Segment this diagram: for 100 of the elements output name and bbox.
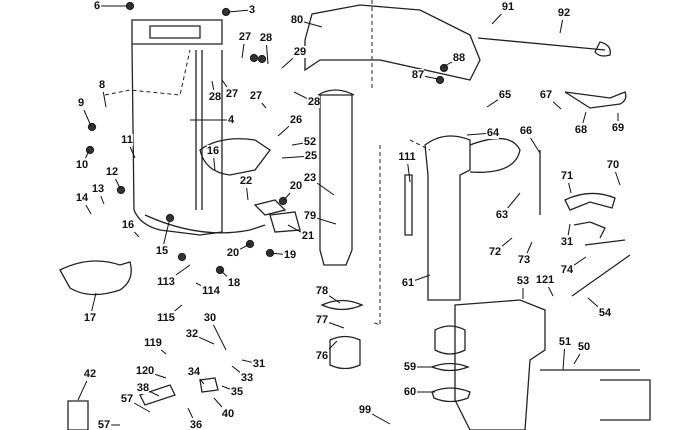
leader-line [562,348,565,370]
callout-number: 31 [560,236,574,248]
callout-number: 11 [121,134,133,146]
callout-number: 33 [240,372,254,384]
leader-line [442,62,452,68]
leader-line [150,391,160,396]
callout-number: 28 [308,96,320,108]
leader-line [328,340,338,350]
callout-number: 77 [316,314,328,326]
callout-number: 51 [558,336,572,348]
leader-line [407,164,410,182]
leader-line [522,288,524,300]
leader-line [196,282,202,286]
callout-number: 65 [498,89,512,101]
leader-line [240,244,250,250]
leader-line [85,150,90,158]
leader-line [266,44,268,64]
callout-number: 70 [606,159,620,171]
callout-number: 16 [122,219,134,231]
callout-number: 23 [304,172,316,184]
callout-number: 8 [98,79,106,91]
callout-number: 72 [488,246,502,258]
leader-line [282,156,304,158]
callout-number: 20 [290,180,302,192]
callout-number: 99 [358,404,372,416]
callout-number: 6 [94,0,100,12]
leader-line [188,408,194,418]
leader-line [100,196,104,204]
callout-number: 18 [228,277,240,289]
callout-number: 36 [190,419,202,430]
leader-line [213,324,226,350]
callout-number: 61 [402,277,414,289]
leader-line [222,80,228,88]
leader-line [507,192,520,208]
callout-number: 22 [240,175,252,187]
callout-number: 68 [574,124,588,136]
leader-line [568,224,570,236]
callout-number: 57 [120,393,134,405]
callout-number: 31 [252,358,266,370]
callout-number: 25 [304,150,318,162]
leader-line [78,380,88,400]
callout-number: 78 [316,285,328,297]
callout-number: 111 [398,151,416,163]
callout-number: 15 [156,245,168,257]
leader-line [214,398,222,408]
leader-line [292,142,304,146]
callout-number: 63 [496,209,508,221]
callout-number: 67 [540,89,552,101]
leader-line [282,58,294,68]
leader-line [328,322,344,328]
callout-number: 71 [560,170,574,182]
callout-number: 60 [404,386,416,398]
leader-line [530,138,540,154]
leader-line [552,101,562,110]
callout-number: 28 [208,91,222,103]
callout-number: 38 [136,382,150,394]
leader-line [615,172,620,186]
callout-number: 21 [302,230,314,242]
callout-number: 35 [230,386,244,398]
leader-line [115,178,120,188]
leader-line [574,256,586,266]
leader-line [526,242,532,254]
leader-line [486,99,498,108]
callout-number: 66 [520,125,532,137]
leader-line [134,402,150,412]
callout-number: 34 [188,366,200,378]
leader-line [85,204,92,214]
leader-line [246,188,248,200]
leader-line [316,218,336,224]
callout-number: 3 [248,4,256,16]
leader-line [568,182,572,194]
callout-number: 115 [157,312,175,324]
callout-number: 74 [560,264,574,276]
leader-line [548,286,554,296]
leader-line [414,274,430,281]
leader-line [270,252,284,255]
leader-line [213,158,216,170]
leader-line [582,112,586,124]
callout-number: 28 [260,32,272,44]
leader-line [316,182,334,196]
leader-line [160,350,166,354]
callout-number: 121 [536,274,554,286]
leader-line [163,222,170,244]
callout-number: 16 [206,145,220,157]
leader-line [328,295,340,304]
leader-line [288,224,302,233]
leader-line [232,366,240,373]
callout-number: 92 [558,7,570,19]
callout-number: 17 [84,312,96,324]
callout-number: 13 [92,183,104,195]
callout-number: 57 [98,419,110,430]
callout-number: 20 [226,247,240,259]
leader-line [228,10,248,12]
leader-line [424,76,438,80]
callout-number: 73 [518,254,530,266]
callout-number: 10 [76,159,88,171]
leader-line [278,126,290,136]
leader-line [212,80,214,90]
leader-line [261,102,266,108]
callout-number: 4 [228,114,234,126]
